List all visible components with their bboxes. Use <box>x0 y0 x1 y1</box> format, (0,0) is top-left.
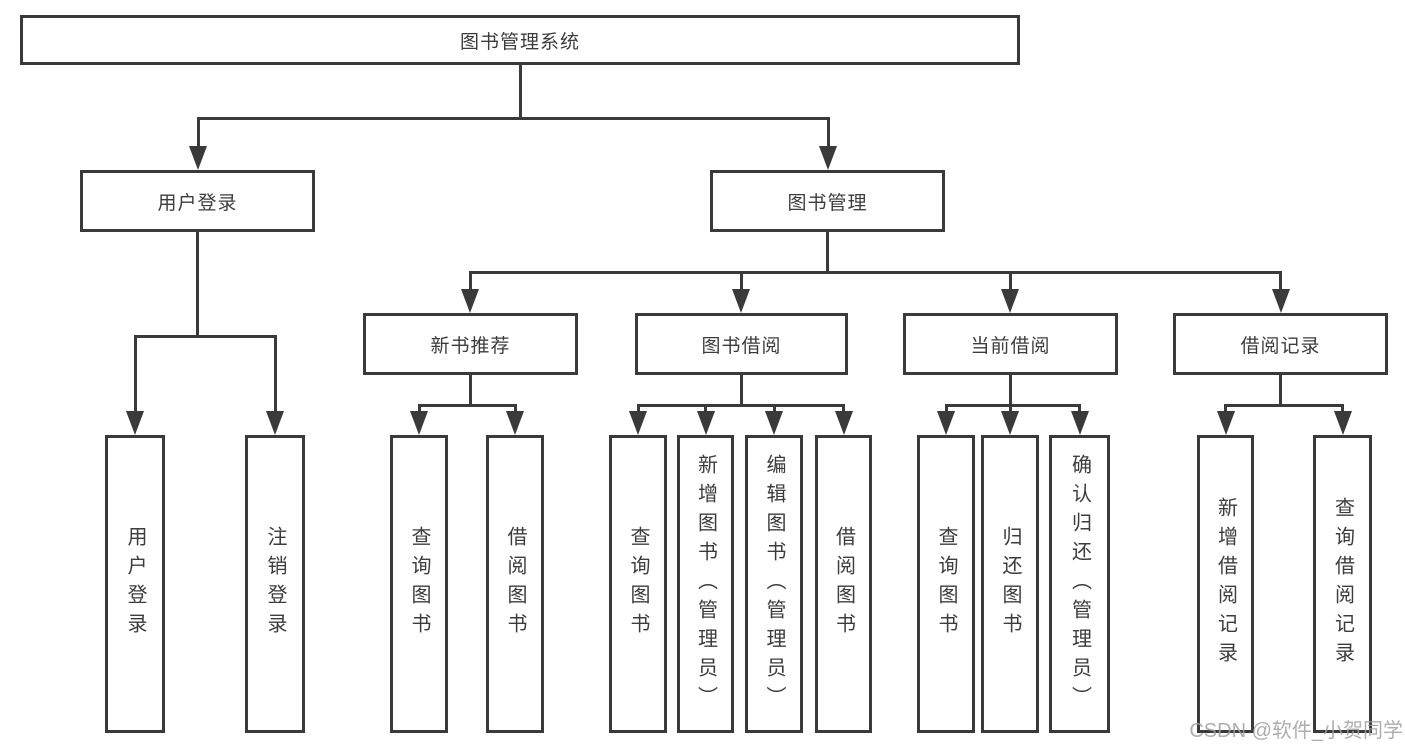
node-book-borrow: 图书借阅 <box>635 313 848 375</box>
leaf-label: 归还图书 <box>999 526 1021 642</box>
arrowhead-down-icon <box>1001 289 1019 313</box>
arrowhead-down-icon <box>126 411 144 435</box>
arrowhead-down-icon <box>266 411 284 435</box>
arrowhead-down-icon <box>189 146 207 170</box>
connector-line <box>468 271 1282 274</box>
connector-line <box>513 404 517 414</box>
leaf-add-books-admin: 新增图书（管理员） <box>677 435 734 733</box>
connector-line <box>636 404 640 414</box>
connector-line <box>1279 375 1282 407</box>
arrowhead-down-icon <box>1071 411 1089 435</box>
leaf-user-login: 用户登录 <box>105 435 165 733</box>
arrowhead-down-icon <box>1334 411 1352 435</box>
connector-line <box>772 404 776 414</box>
arrowhead-down-icon <box>732 289 750 313</box>
connector-line <box>1009 271 1012 293</box>
connector-line <box>944 404 948 414</box>
connector-line <box>704 404 707 414</box>
arrowhead-down-icon <box>1217 411 1235 435</box>
arrowhead-down-icon <box>506 411 524 435</box>
node-new-book-recommend: 新书推荐 <box>363 313 578 375</box>
leaf-edit-books-admin: 编辑图书（管理员） <box>745 435 803 733</box>
connector-line <box>1078 404 1081 414</box>
node-book-management: 图书管理 <box>710 170 945 232</box>
connector-line <box>826 232 829 273</box>
connector-line <box>1224 404 1227 414</box>
node-label: 用户登录 <box>157 192 238 214</box>
node-borrow-record: 借阅记录 <box>1173 313 1388 375</box>
leaf-label: 确认归还（管理员） <box>1068 453 1091 715</box>
node-label: 新书推荐 <box>430 335 511 357</box>
connector-line <box>469 375 472 407</box>
connector-line <box>196 117 200 152</box>
leaf-label: 借阅图书 <box>832 526 855 642</box>
connector-line <box>1009 375 1012 407</box>
node-user-login: 用户登录 <box>80 170 315 232</box>
leaf-query-borrow-record: 查询借阅记录 <box>1313 435 1372 733</box>
leaf-label: 用户登录 <box>124 526 146 642</box>
connector-line <box>842 404 845 414</box>
leaf-label: 查询借阅记录 <box>1331 497 1354 671</box>
csdn-watermark: CSDN @软件_小贺同学 <box>1189 720 1403 742</box>
arrowhead-down-icon <box>461 289 479 313</box>
node-label: 图书管理系统 <box>459 31 580 53</box>
node-label: 借阅记录 <box>1240 335 1321 357</box>
leaf-borrow-books: 借阅图书 <box>815 435 872 733</box>
connector-line <box>518 65 522 118</box>
arrowhead-down-icon <box>937 411 955 435</box>
leaf-query-books-borrow: 查询图书 <box>609 435 667 733</box>
leaf-label: 注销登录 <box>264 526 286 642</box>
leaf-borrow-books-recommend: 借阅图书 <box>486 435 544 733</box>
arrowhead-down-icon <box>835 411 853 435</box>
leaf-label: 借阅图书 <box>504 526 526 642</box>
leaf-label: 查询图书 <box>408 526 430 642</box>
connector-line <box>133 335 137 415</box>
leaf-label: 查询图书 <box>935 526 957 642</box>
connector-line <box>1224 404 1344 407</box>
arrowhead-down-icon <box>819 146 837 170</box>
connector-line <box>133 335 277 338</box>
node-root-system: 图书管理系统 <box>20 15 1020 65</box>
connector-line <box>739 271 743 293</box>
node-current-borrow: 当前借阅 <box>903 313 1118 375</box>
arrowhead-down-icon <box>1272 289 1290 313</box>
connector-line <box>417 404 517 407</box>
leaf-label: 编辑图书（管理员） <box>763 453 785 715</box>
arrowhead-down-icon <box>765 411 783 435</box>
node-label: 图书管理 <box>787 192 868 214</box>
leaf-label: 新增图书（管理员） <box>694 453 717 715</box>
node-label: 图书借阅 <box>701 335 782 357</box>
connector-line <box>196 117 829 120</box>
arrowhead-down-icon <box>1001 411 1019 435</box>
connector-line <box>826 117 830 152</box>
leaf-label: 新增借阅记录 <box>1214 497 1237 671</box>
leaf-query-books-current: 查询图书 <box>917 435 975 733</box>
leaf-confirm-return-admin: 确认归还（管理员） <box>1049 435 1110 733</box>
leaf-logout: 注销登录 <box>245 435 305 733</box>
connector-line <box>468 271 472 293</box>
connector-line <box>740 375 743 407</box>
connector-line <box>1008 404 1012 414</box>
connector-line <box>636 404 845 407</box>
leaf-return-books: 归还图书 <box>981 435 1039 733</box>
arrowhead-down-icon <box>410 411 428 435</box>
connector-line <box>196 232 199 336</box>
connector-line <box>1279 271 1282 293</box>
arrowhead-down-icon <box>697 411 715 435</box>
connector-line <box>944 404 1081 407</box>
leaf-add-borrow-record: 新增借阅记录 <box>1197 435 1254 733</box>
connector-line <box>417 404 421 414</box>
connector-line <box>1341 404 1344 414</box>
connector-line <box>273 335 277 415</box>
leaf-label: 查询图书 <box>627 526 649 642</box>
leaf-query-books-recommend: 查询图书 <box>390 435 448 733</box>
arrowhead-down-icon <box>629 411 647 435</box>
node-label: 当前借阅 <box>970 335 1051 357</box>
